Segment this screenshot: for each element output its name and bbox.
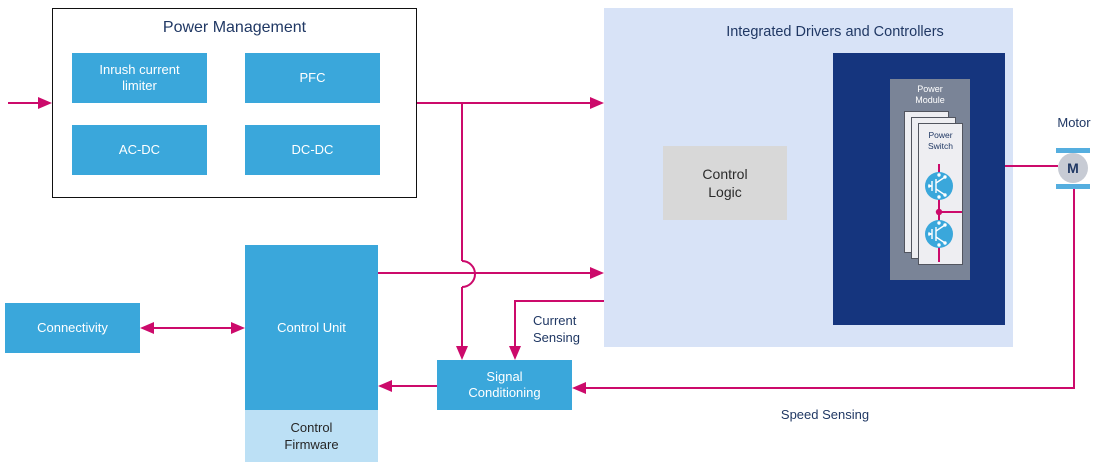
signal-conditioning-box: Signal Conditioning <box>437 360 572 410</box>
block-ac-dc: AC-DC <box>72 125 207 175</box>
control-logic-label: Control Logic <box>702 166 748 200</box>
block-inrush-current-limiter-label: Inrush current limiter <box>99 62 180 93</box>
power-switch-card-front: Power Switch <box>918 123 963 265</box>
wire-hop <box>461 260 476 288</box>
arrow-connectivity-cu-right-head <box>231 322 245 334</box>
power-module-label: Power Module <box>915 84 945 105</box>
control-firmware-label: Control Firmware <box>284 420 339 452</box>
current-sensing-label: Current Sensing <box>533 313 580 345</box>
motor-symbol: M <box>1067 160 1079 176</box>
arrow-current-sensing-head <box>509 346 521 360</box>
connectivity-box: Connectivity <box>5 303 140 353</box>
motor-label: Motor <box>1057 115 1091 130</box>
igbt-top-icon <box>925 172 953 200</box>
power-management-title: Power Management <box>162 19 307 36</box>
integrated-drivers-title: Integrated Drivers and Controllers <box>726 24 944 40</box>
arrow-speed-sensing-head <box>572 382 586 394</box>
arrow-pm-to-drivers-head <box>590 97 604 109</box>
motor-top-cap <box>1056 148 1090 153</box>
phase-node-dot <box>935 208 943 216</box>
signal-conditioning-label: Signal Conditioning <box>468 369 541 400</box>
arrow-sc-to-cu-head <box>378 380 392 392</box>
control-unit-box: Control Unit <box>245 245 378 410</box>
block-ac-dc-label: AC-DC <box>118 142 161 157</box>
connectivity-label: Connectivity <box>37 320 108 335</box>
arrow-pm-branch-head <box>456 346 468 360</box>
half-bridge-graphic <box>925 164 962 262</box>
block-inrush-current-limiter: Inrush current limiter <box>72 53 207 103</box>
power-switch-label-wrap: Power Switch <box>919 130 962 152</box>
block-dc-dc-label: DC-DC <box>291 142 334 157</box>
control-unit-label: Control Unit <box>277 319 346 335</box>
block-dc-dc: DC-DC <box>245 125 380 175</box>
arrow-connectivity-cu-left-head <box>140 322 154 334</box>
motor-bottom-cap <box>1056 184 1090 189</box>
control-logic-box: Control Logic <box>663 146 787 220</box>
arrow-ac-input-head <box>38 97 52 109</box>
control-firmware-box: Control Firmware <box>245 410 378 462</box>
motor-icon: M <box>1058 153 1088 183</box>
block-pfc: PFC <box>245 53 380 103</box>
arrow-cu-to-drivers-head <box>590 267 604 279</box>
igbt-bottom-icon <box>925 220 953 248</box>
power-switch-label: Power Switch <box>927 130 954 151</box>
speed-sensing-label: Speed Sensing <box>780 407 870 422</box>
block-pfc-label: PFC <box>299 70 326 85</box>
